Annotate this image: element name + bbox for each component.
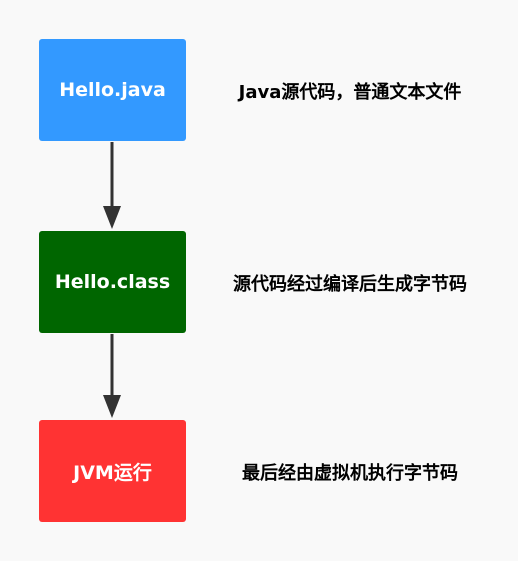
hello-java-description: Java源代码，普通文本文件 — [238, 82, 462, 103]
hello-class-label: Hello.class — [54, 271, 171, 293]
arrow-2 — [103, 334, 121, 418]
jvm-run-box: JVM运行 — [39, 420, 186, 522]
jvm-run-label: JVM运行 — [73, 461, 152, 484]
jvm-run-description: 最后经由虚拟机执行字节码 — [242, 463, 458, 484]
hello-java-box: Hello.java — [39, 39, 186, 141]
arrow-1 — [103, 142, 121, 229]
hello-java-label: Hello.java — [59, 79, 166, 101]
hello-class-box: Hello.class — [39, 231, 186, 333]
hello-class-description: 源代码经过编译后生成字节码 — [233, 274, 467, 295]
